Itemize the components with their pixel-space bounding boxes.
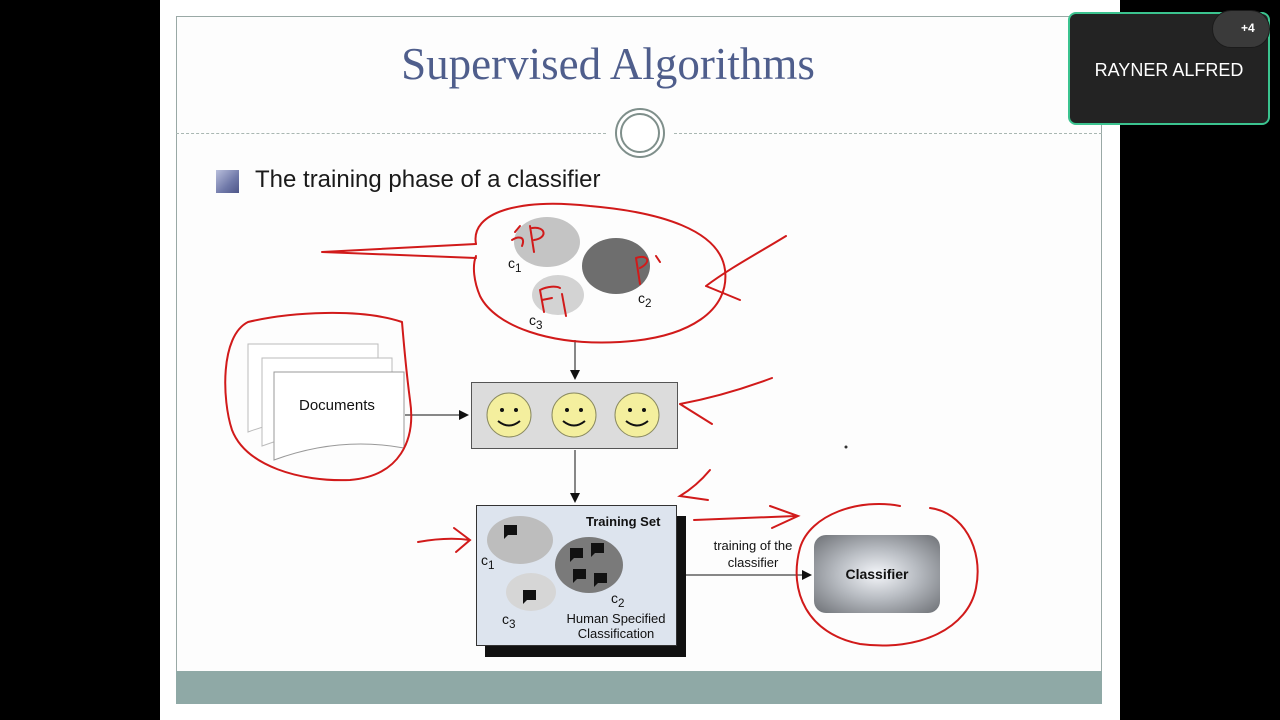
human-classification-label: Human Specified Classification (566, 611, 666, 641)
training-label-c3: c3 (502, 611, 516, 631)
smiley-icon (551, 392, 597, 438)
title-divider-left (176, 133, 606, 134)
training-c2-ellipse (555, 537, 623, 593)
training-arrow-label: training of the classifier (713, 538, 793, 570)
documents-label: Documents (299, 397, 375, 414)
bullet-text: The training phase of a classifier (255, 166, 601, 193)
label-c1: c1 (508, 255, 522, 275)
participants-button[interactable] (1212, 10, 1270, 48)
training-c1-ellipse (487, 516, 553, 564)
title-divider-right (674, 133, 1102, 134)
document-marker-icon (504, 525, 607, 604)
stray-dot (844, 445, 848, 449)
label-c3: c3 (529, 312, 543, 332)
classifier-box (814, 535, 940, 613)
pen-annotations (224, 202, 979, 647)
participants-count: +4 (1241, 21, 1255, 35)
slide-footer-band (176, 671, 1102, 704)
class-c2-ellipse (582, 238, 650, 294)
class-c3-ellipse (532, 275, 584, 315)
training-label-c1: c1 (481, 552, 495, 572)
classifier-label: Classifier (845, 566, 909, 582)
smiley-icon (486, 392, 532, 438)
documents-icon (247, 343, 405, 461)
slide-title: Supervised Algorithms (401, 39, 815, 89)
training-set-label: Training Set (586, 514, 661, 529)
bullet-icon (216, 170, 239, 193)
label-c2: c2 (638, 290, 652, 310)
training-label-c2: c2 (611, 590, 625, 610)
title-ornament-icon (615, 108, 665, 158)
smiley-icon (614, 392, 660, 438)
participant-name: RAYNER ALFRED (1094, 60, 1244, 80)
